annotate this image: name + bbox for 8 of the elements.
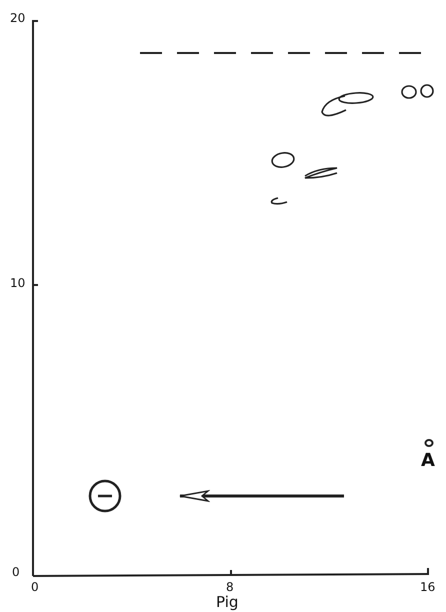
axis-tick-label: 0 (12, 566, 20, 578)
spot-label: A (421, 452, 435, 470)
axis-tick-label: 20 (10, 12, 26, 24)
axis-title: Pig (216, 595, 238, 610)
axis-tick-label: 16 (420, 581, 436, 593)
axis-tick-label: 10 (10, 277, 26, 289)
axis-tick-label: 8 (226, 581, 234, 593)
axis-tick-label: 0 (31, 581, 39, 593)
